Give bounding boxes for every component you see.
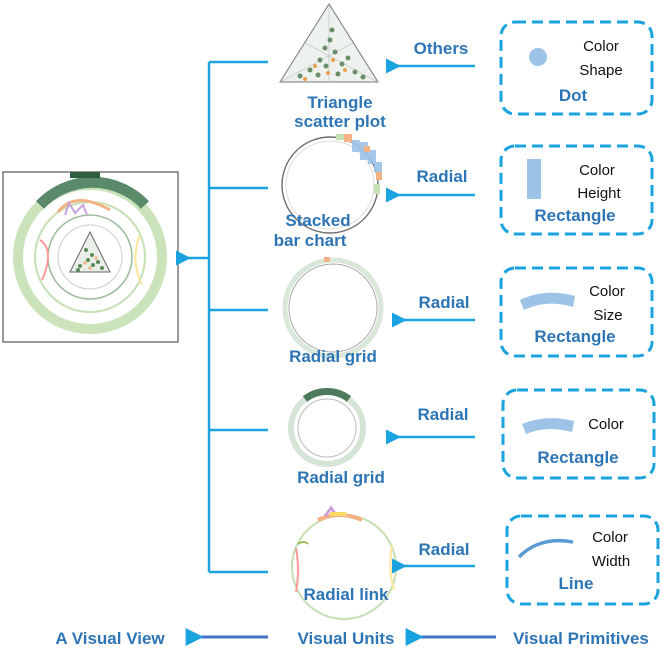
svg-text:Rectangle: Rectangle (537, 448, 618, 467)
triangle-scatter-thumbnail (279, 3, 379, 83)
layout-label-radial-3: Radial (417, 405, 468, 424)
svg-text:Color: Color (592, 529, 628, 546)
svg-text:Stacked: Stacked (285, 211, 350, 230)
primitive-rectangle-size: Color Size Rectangle (520, 283, 625, 346)
footer-visual-primitives: Visual Primitives (513, 629, 649, 648)
dot-icon (529, 48, 547, 66)
layout-label-radial-2: Radial (418, 293, 469, 312)
curve-line-icon (517, 538, 574, 559)
radial-grid-thumbnail-1 (282, 257, 384, 359)
layout-label-others: Others (414, 39, 469, 58)
footer-visual-view: A Visual View (55, 629, 165, 648)
svg-text:bar chart: bar chart (274, 231, 347, 250)
svg-text:Color: Color (588, 416, 624, 433)
svg-text:Shape: Shape (579, 62, 622, 79)
layout-label-radial-4: Radial (418, 540, 469, 559)
svg-text:Color: Color (589, 283, 625, 300)
stacked-bar-thumbnail (281, 134, 382, 234)
primitive-rectangle-color: Color Rectangle (522, 416, 624, 467)
unit-label-radial-link: Radial link (303, 585, 389, 604)
svg-text:Rectangle: Rectangle (534, 206, 615, 225)
radial-grid-thumbnail-2 (288, 388, 366, 467)
unit-label-radial-grid-2: Radial grid (297, 468, 385, 487)
svg-text:Line: Line (559, 574, 594, 593)
unit-label-radial-grid-1: Radial grid (289, 347, 377, 366)
primitive-dot: Color Shape Dot (529, 38, 623, 105)
footer-pipeline: A Visual View Visual Units Visual Primit… (55, 628, 649, 648)
svg-text:Rectangle: Rectangle (534, 327, 615, 346)
svg-text:Color: Color (583, 38, 619, 55)
arc-segment-icon (522, 418, 574, 434)
primitive-rectangle-height: Color Height Rectangle (527, 159, 622, 225)
svg-text:Dot: Dot (559, 86, 588, 105)
svg-text:Height: Height (577, 185, 621, 202)
primitive-boxes (499, 20, 660, 606)
svg-text:Width: Width (592, 553, 630, 570)
primitive-line: Color Width Line (517, 529, 630, 593)
svg-text:Triangle: Triangle (307, 93, 372, 112)
row-arrows (386, 58, 475, 574)
unit-label-stacked-bar: Stacked bar chart (274, 211, 351, 250)
unit-label-triangle-scatter: Triangle scatter plot (294, 93, 386, 131)
svg-text:Size: Size (593, 307, 622, 324)
visual-view-thumbnail (2, 171, 179, 343)
svg-text:Color: Color (579, 162, 615, 179)
rectangle-icon (527, 159, 541, 199)
svg-text:scatter plot: scatter plot (294, 112, 386, 131)
footer-visual-units: Visual Units (298, 629, 395, 648)
layout-label-radial-1: Radial (416, 167, 467, 186)
arc-segment-icon (520, 292, 575, 310)
bracket (176, 60, 268, 574)
